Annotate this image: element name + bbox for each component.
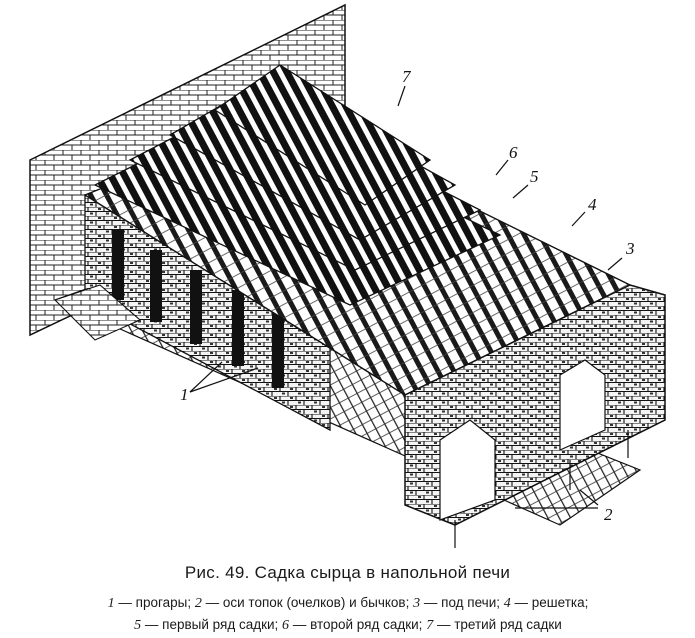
callout-labels: 1 2 3 4 5 6 7 <box>180 67 635 524</box>
front-brick-wall <box>404 284 666 526</box>
callout-5: 5 <box>530 167 539 186</box>
figure-caption-title: Рис. 49. Садка сырца в напольной печи <box>184 563 511 582</box>
legend-item-5: 5 — первый ряд садки; <box>134 617 279 633</box>
leader-lines <box>189 85 623 509</box>
callout-2: 2 <box>604 505 613 524</box>
callout-7: 7 <box>402 67 412 86</box>
legend-item-3: 3 — под печи; <box>413 595 500 611</box>
callout-6: 6 <box>509 143 518 162</box>
legend-item-1: 1 — прогары; <box>107 595 192 611</box>
kiln-brick-setting-illustration: 1 2 3 4 5 6 7 <box>29 3 666 548</box>
side-steps <box>53 284 142 341</box>
legend-item-7: 7 — третий ряд садки <box>426 617 562 633</box>
callout-3: 3 <box>625 239 635 258</box>
setting-ridges <box>93 64 502 306</box>
legend-item-2: 2 — оси топок (очелков) и бычков; <box>194 595 410 611</box>
figure-legend: 1 — прогары; 2 — оси топок (очелков) и б… <box>18 592 678 636</box>
axis-lines <box>454 430 629 548</box>
callout-1: 1 <box>180 385 189 404</box>
legend-item-4: 4 — решетка; <box>503 595 589 611</box>
callout-4: 4 <box>588 195 597 214</box>
legend-item-6: 6 — второй ряд садки; <box>282 617 423 633</box>
